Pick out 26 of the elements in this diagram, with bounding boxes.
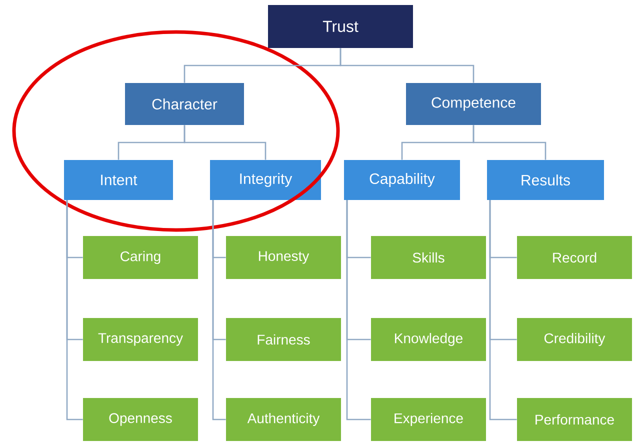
trait-box: Skills	[371, 236, 486, 279]
trait-box: Openness	[83, 398, 198, 441]
trait-box: Fairness	[226, 318, 341, 361]
subcategory-box: Intent	[64, 160, 173, 200]
trait-box: Honesty	[226, 236, 341, 279]
trait-box: Experience	[371, 398, 486, 441]
trait-box: Knowledge	[371, 318, 486, 361]
trait-box: Performance	[517, 398, 632, 441]
connector-line	[489, 200, 517, 420]
connector-line	[184, 125, 266, 160]
category-box: Competence	[406, 83, 541, 125]
trait-box: Record	[517, 236, 632, 279]
connector-line	[346, 200, 371, 420]
root-box: Trust	[268, 5, 413, 48]
category-box: Character	[125, 83, 244, 125]
trait-box: Caring	[83, 236, 198, 279]
subcategory-box: Results	[487, 160, 604, 200]
trait-box: Credibility	[517, 318, 632, 361]
trait-box: Transparency	[83, 318, 198, 361]
trait-box: Authenticity	[226, 398, 341, 441]
connector-line	[66, 200, 83, 420]
connector-line	[340, 48, 474, 83]
subcategory-box: Integrity	[210, 160, 321, 200]
connector-line	[212, 200, 226, 420]
connector-line	[472, 125, 546, 160]
subcategory-box: Capability	[344, 160, 460, 200]
